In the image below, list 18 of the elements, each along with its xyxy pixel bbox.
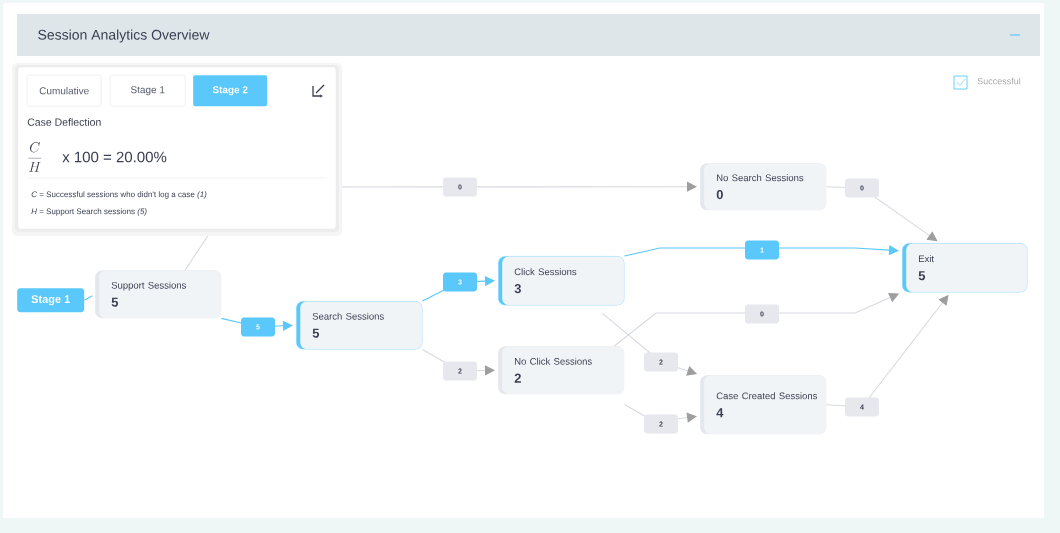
fraction: $\frac{C}{H}$ — [28, 142, 42, 172]
stage-label: Stage 1 — [17, 288, 85, 313]
session-box: Exit 5 — [902, 243, 1028, 293]
legend-note: H = Support Search sessions (5) — [31, 208, 147, 216]
checkbox-label: Successful — [977, 77, 1021, 85]
session-box: No Search Sessions 0 — [700, 163, 827, 211]
session-box: No Click Sessions 2 — [498, 346, 625, 395]
session-box: Search Sessions 5 — [296, 301, 423, 350]
session-box: Support Sessions 5 — [95, 270, 222, 319]
session-box: Click Sessions 3 — [498, 256, 625, 306]
metric-title: Case Deflection — [27, 118, 101, 126]
legend-note: C = Successful sessions who didn't log a case (1) — [31, 191, 207, 199]
tab: Stage 2 — [193, 75, 268, 107]
formula-result: x 100 = 20.00% — [62, 151, 167, 163]
tab: Stage 1 — [110, 75, 186, 107]
session-box: Case Created Sessions 4 — [700, 375, 827, 435]
header-bar: Session Analytics Overview — [17, 14, 1040, 56]
tab: Cumulative — [27, 75, 102, 107]
